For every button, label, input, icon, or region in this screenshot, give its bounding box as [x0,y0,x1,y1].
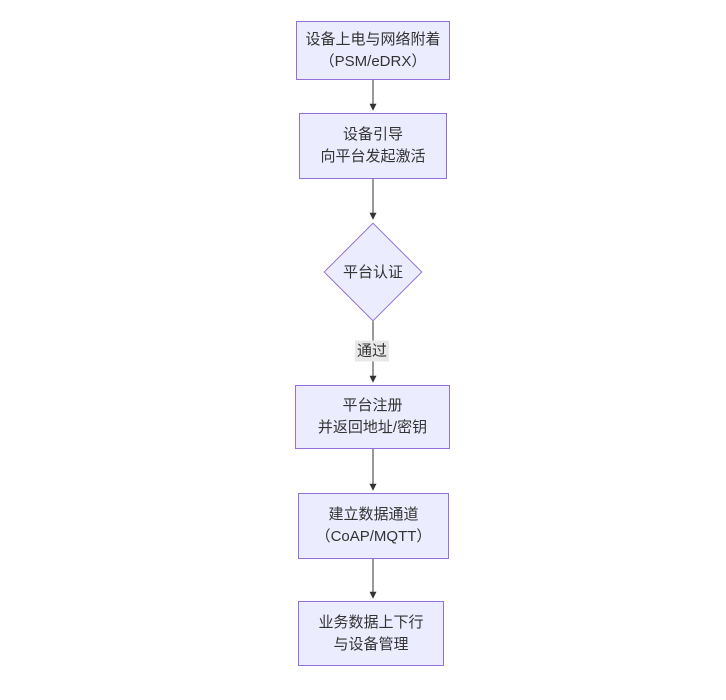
node-label-line: 业务数据上下行 [318,613,424,631]
node-label-line: 平台注册 [342,397,403,414]
edge-label-pass: 通过 [354,340,390,362]
node-label-line: （PSM/eDRX） [319,52,427,70]
flow-node-bootstrap: 设备引导 向平台发起激活 [299,113,447,179]
node-label-line: 设备上电与网络附着 [305,30,441,48]
flow-node-business: 业务数据上下行 与设备管理 [298,601,444,666]
node-label-line: 与设备管理 [333,635,409,653]
flow-node-data-channel: 建立数据通道 （CoAP/MQTT） [298,493,449,559]
node-label-line: 向平台发起激活 [320,148,426,165]
node-label-line: （CoAP/MQTT） [315,528,432,545]
node-label-line: 平台认证 [342,264,403,281]
flow-node-power-attach: 设备上电与网络附着 （PSM/eDRX） [296,21,450,80]
node-label-line: 建立数据通道 [328,506,419,523]
flow-node-register: 平台注册 并返回地址/密钥 [295,385,450,449]
flow-node-auth-decision: 平台认证 [323,222,423,321]
node-label-line: 并返回地址/密钥 [317,419,428,436]
node-label-line: 设备引导 [342,126,403,143]
